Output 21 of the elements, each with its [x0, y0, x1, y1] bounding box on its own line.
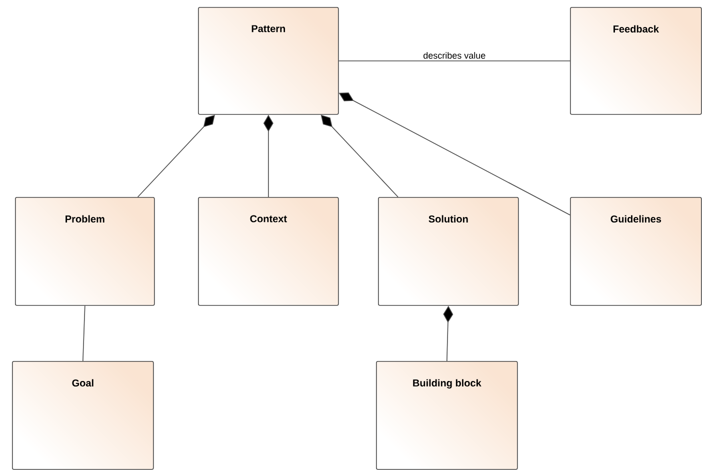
class-box — [570, 7, 702, 115]
connector — [137, 114, 215, 198]
class-box — [198, 7, 339, 115]
edge-label: describes value — [424, 52, 486, 59]
class-box — [376, 361, 518, 470]
class-box — [198, 197, 339, 306]
box-title: Problem — [66, 215, 104, 223]
box-title: Feedback — [614, 25, 659, 33]
box-title: Solution — [428, 215, 468, 223]
connector — [320, 114, 398, 198]
box-title: Guidelines — [610, 215, 662, 223]
class-box — [12, 361, 154, 470]
box-title: Goal — [72, 379, 94, 387]
box-title: Context — [250, 215, 287, 222]
box-title: Pattern — [252, 25, 285, 32]
class-box — [15, 197, 155, 306]
box-title: Building block — [413, 379, 482, 389]
class-box — [378, 197, 519, 306]
connector — [82, 305, 86, 362]
class-box — [570, 197, 702, 306]
connector — [338, 60, 570, 62]
